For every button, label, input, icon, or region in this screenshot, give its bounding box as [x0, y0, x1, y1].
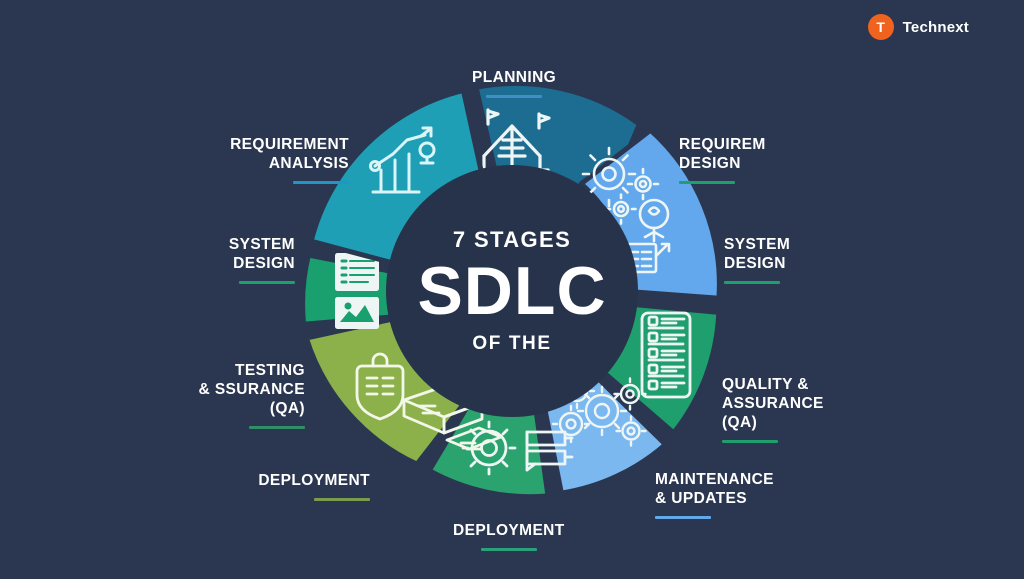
sdlc-cycle-diagram: 7 STAGES SDLC OF THE — [287, 66, 737, 516]
label-system-design-left-text: SYSTEM DESIGN — [228, 235, 295, 272]
label-system-design-right-text: SYSTEM DESIGN — [724, 235, 791, 272]
label-testing-assurance[interactable]: TESTING & SSURANCE (QA) — [92, 343, 305, 448]
label-system-design-right[interactable]: SYSTEM DESIGN — [724, 217, 790, 303]
label-quality-assurance-right-text: QUALITY & ASSURANCE (QA) — [722, 375, 824, 431]
label-system-design-left[interactable]: SYSTEM DESIGN — [90, 217, 295, 303]
label-planning-rule — [486, 94, 543, 98]
label-maintenance-updates-rule — [655, 515, 711, 519]
bar-chart-trend-icon — [369, 126, 436, 194]
brand-logo: T Technext — [867, 14, 969, 40]
brand-name: Technext — [902, 18, 969, 36]
label-requirement-design-rule — [679, 180, 735, 184]
label-deployment-bottom-text: DEPLOYMENT — [453, 521, 565, 539]
brand-mark-icon: T — [867, 14, 894, 40]
label-requirement-analysis-rule — [293, 180, 349, 184]
label-requirement-analysis-text: REQUIREMENT ANALYSIS — [230, 135, 349, 172]
form-list-icon — [640, 311, 692, 399]
label-planning[interactable]: PLANNING — [472, 50, 556, 117]
donut-segments — [300, 81, 722, 500]
label-system-design-left-rule — [239, 280, 295, 284]
label-deployment-left-rule — [314, 497, 370, 501]
label-deployment-left-text: DEPLOYMENT — [258, 471, 370, 489]
label-quality-assurance-right-rule — [722, 439, 778, 443]
segment-requirement-design[interactable] — [578, 127, 722, 301]
label-testing-assurance-rule — [249, 425, 305, 429]
label-maintenance-updates[interactable]: MAINTENANCE & UPDATES — [655, 452, 774, 538]
document-checklist-icon — [335, 253, 379, 329]
label-requirement-analysis[interactable]: REQUIREMENT ANALYSIS — [122, 117, 349, 203]
label-deployment-bottom[interactable]: DEPLOYMENT — [453, 503, 565, 570]
label-maintenance-updates-text: MAINTENANCE & UPDATES — [655, 470, 774, 507]
label-planning-text: PLANNING — [472, 68, 557, 86]
label-system-design-right-rule — [724, 280, 780, 284]
label-requirement-design[interactable]: REQUIREM DESIGN — [679, 117, 766, 203]
segment-system-design-left[interactable] — [300, 252, 399, 329]
label-quality-assurance-right[interactable]: QUALITY & ASSURANCE (QA) — [722, 357, 824, 462]
label-deployment-bottom-rule — [480, 547, 537, 551]
label-requirement-design-text: REQUIREM DESIGN — [679, 135, 766, 172]
center-hub — [386, 165, 638, 417]
label-deployment-left[interactable]: DEPLOYMENT — [132, 453, 370, 520]
planning-site-icon — [474, 108, 551, 172]
label-testing-assurance-text: TESTING & SSURANCE (QA) — [198, 361, 305, 417]
